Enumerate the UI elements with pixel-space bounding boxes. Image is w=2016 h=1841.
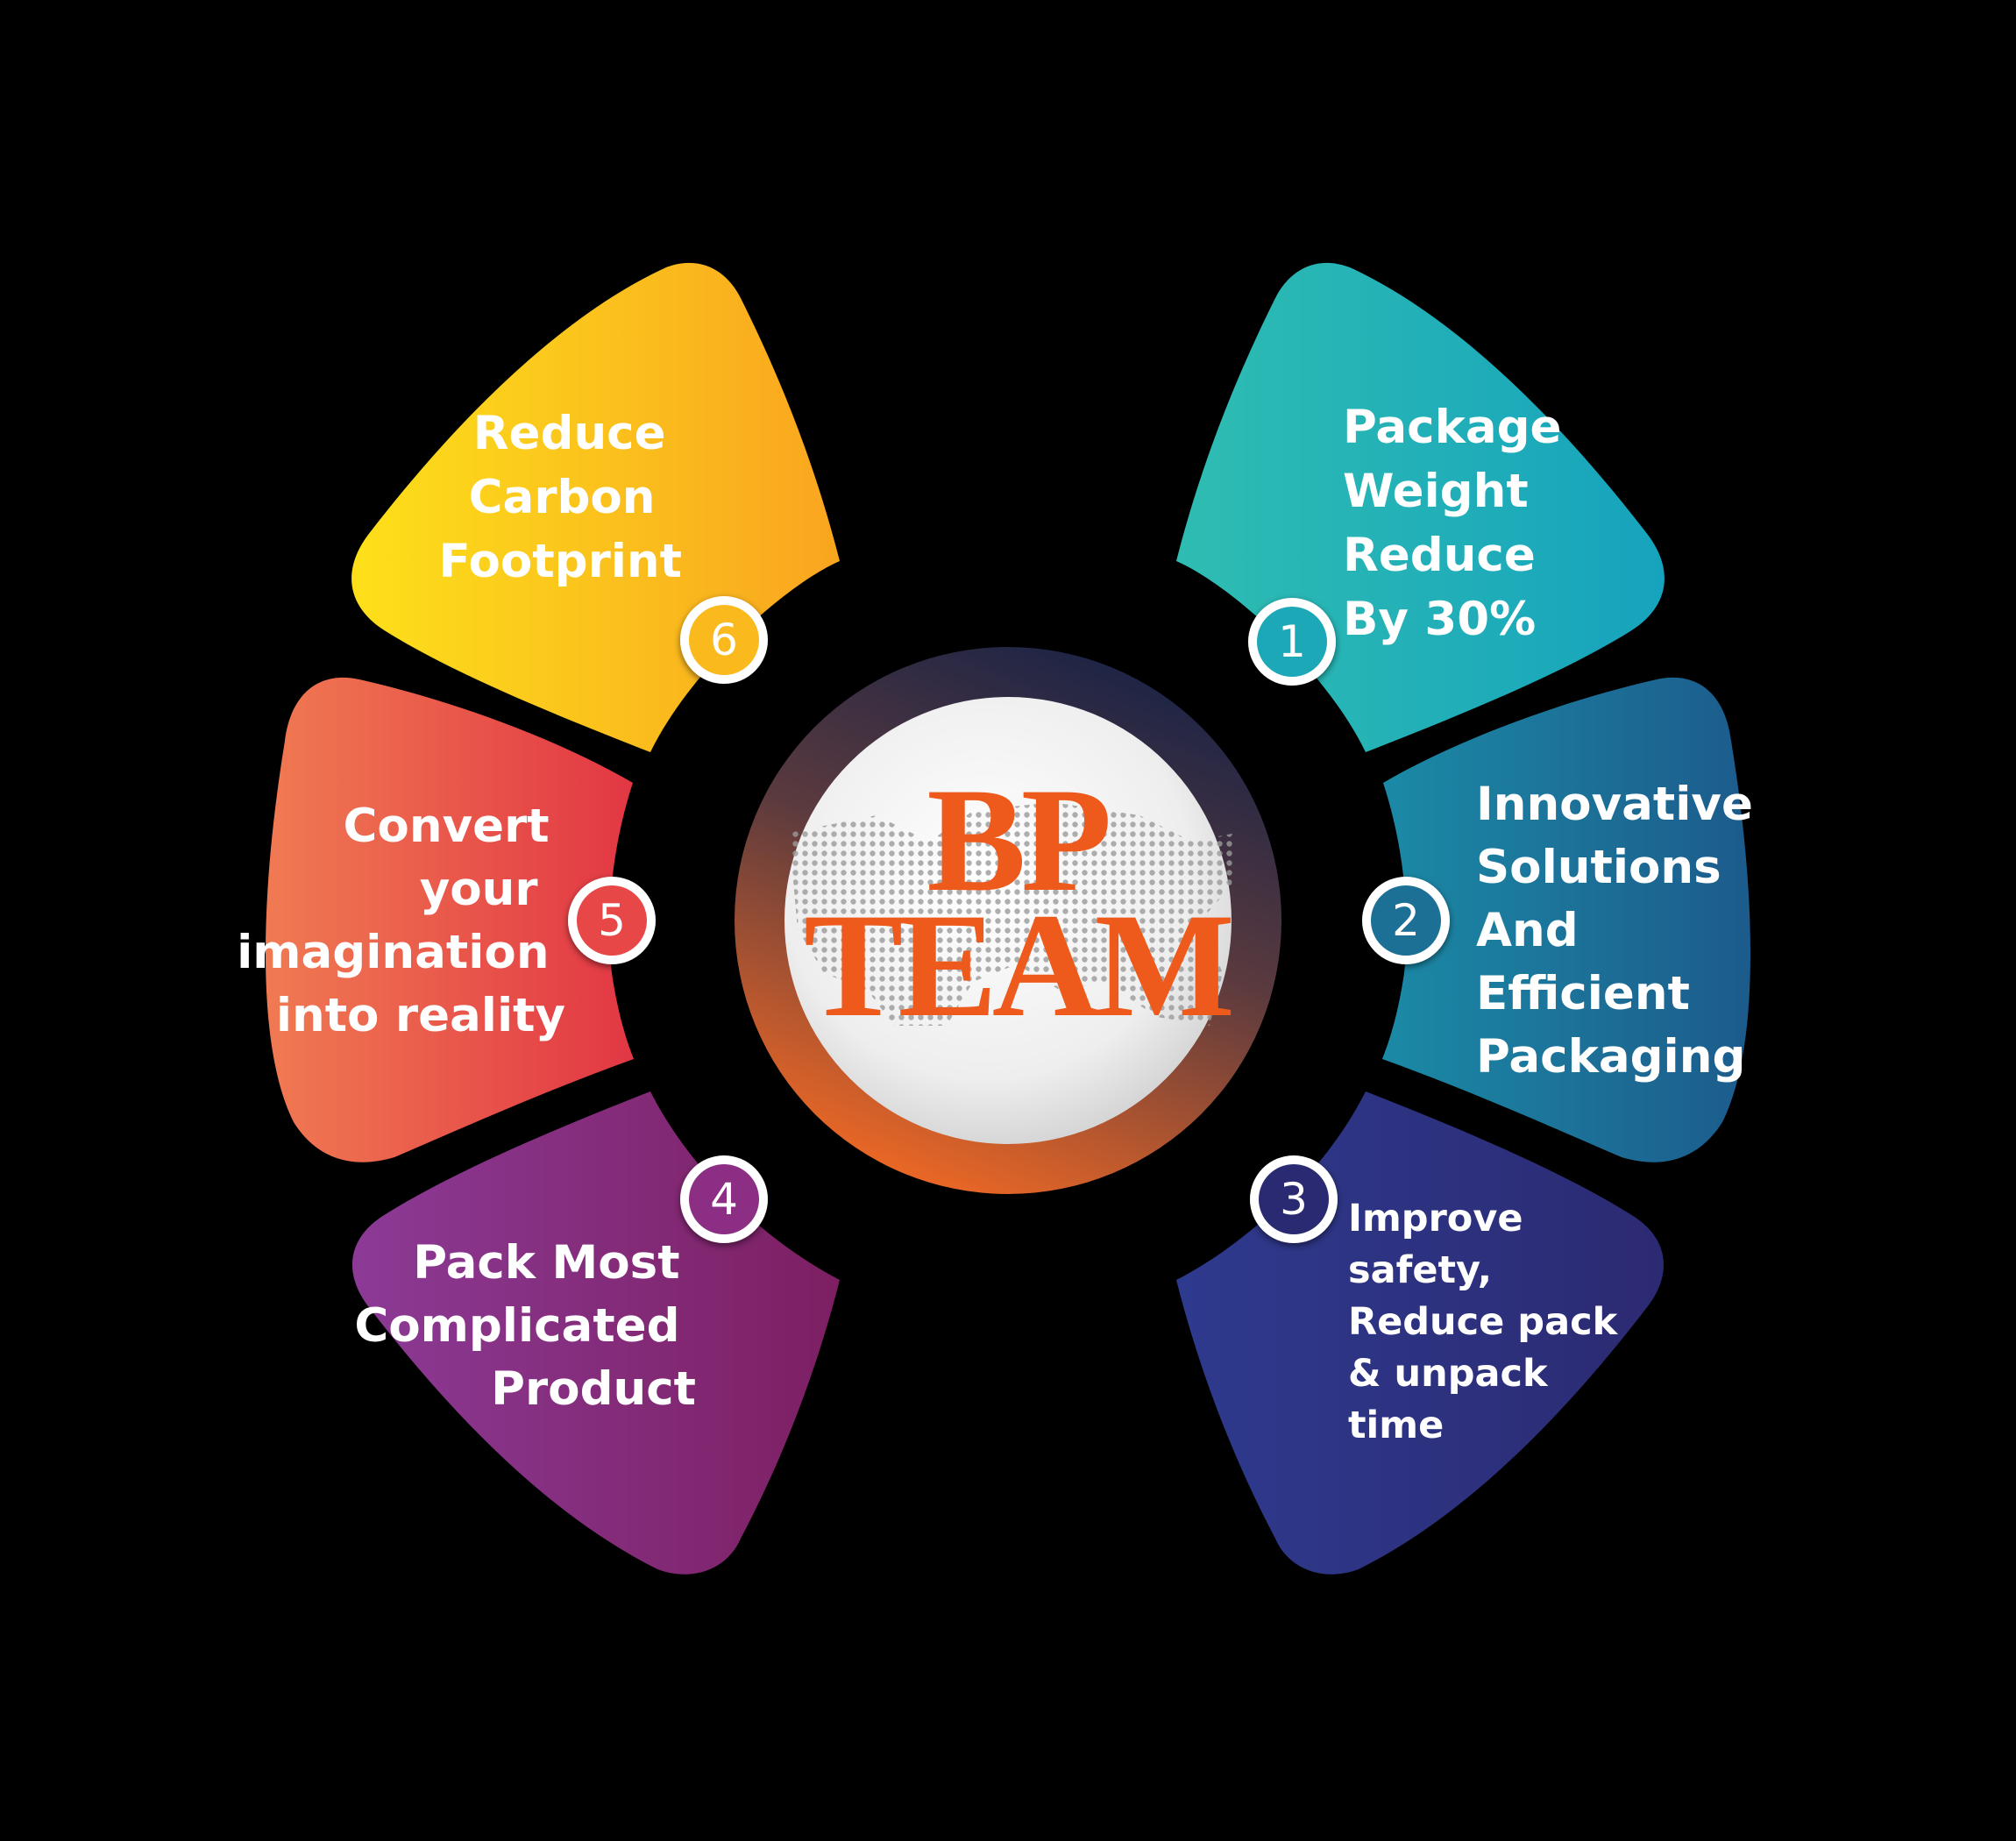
segment-4: Pack Most Complicated Product 4: [351, 1091, 841, 1574]
segment-4-line-2: Complicated: [354, 1299, 679, 1353]
segment-2-line-2: Solutions: [1476, 841, 1721, 894]
segment-6-text: Reduce Carbon Footprint: [438, 407, 682, 588]
segment-3-line-3: Reduce pack: [1348, 1300, 1619, 1344]
segment-4-text: Pack Most Complicated Product: [354, 1236, 696, 1416]
segment-1-line-2: Weight: [1343, 465, 1529, 518]
badge-5-number: 5: [598, 895, 626, 946]
segment-6-line-3: Footprint: [438, 535, 682, 588]
segment-5-line-2: your: [420, 863, 538, 916]
segment-3-line-5: time: [1348, 1404, 1444, 1447]
segment-2-line-4: Efficient: [1476, 967, 1690, 1020]
segment-1-line-1: Package: [1343, 401, 1562, 454]
segment-3-line-1: Improve: [1348, 1197, 1523, 1240]
badge-4: 4: [680, 1155, 768, 1243]
segment-3: Improve safety, Reduce pack & unpack tim…: [1176, 1091, 1665, 1574]
segment-5: Convert your imagination into reality 5: [237, 677, 656, 1162]
center-title-line-1: BP: [926, 757, 1108, 922]
segment-2-text: Innovative Solutions And Efficient Packa…: [1476, 778, 1769, 1084]
segment-4-line-1: Pack Most: [413, 1236, 679, 1290]
segment-5-line-1: Convert: [344, 800, 550, 853]
segment-5-line-4: into reality: [276, 989, 565, 1042]
segment-2-line-5: Packaging: [1476, 1030, 1745, 1084]
badge-1: 1: [1248, 598, 1336, 686]
segment-5-shape: [265, 677, 634, 1162]
center-title-line-2: TEAM: [804, 883, 1232, 1048]
badge-5: 5: [568, 877, 656, 964]
segment-1-line-4: By 30%: [1343, 593, 1536, 646]
segment-6-line-2: Carbon: [469, 471, 656, 524]
segment-1: Package Weight Reduce By 30% 1: [1176, 262, 1665, 752]
segment-2-line-3: And: [1476, 904, 1579, 957]
badge-2-number: 2: [1392, 895, 1420, 946]
segment-1-text: Package Weight Reduce By 30%: [1343, 401, 1578, 646]
badge-2: 2: [1362, 877, 1450, 964]
segment-6: Reduce Carbon Footprint 6: [351, 262, 840, 752]
segment-3-text: Improve safety, Reduce pack & unpack tim…: [1348, 1197, 1630, 1447]
segment-2-shape: [1382, 677, 1751, 1162]
segment-3-line-2: safety,: [1348, 1248, 1492, 1292]
segment-6-line-1: Reduce: [473, 407, 666, 460]
segment-5-text: Convert your imagination into reality: [237, 800, 565, 1042]
badge-3-number: 3: [1280, 1174, 1308, 1225]
segment-3-line-4: & unpack: [1348, 1352, 1549, 1396]
badge-4-number: 4: [710, 1174, 738, 1225]
segment-5-line-3: imagination: [237, 926, 549, 979]
segment-2: Innovative Solutions And Efficient Packa…: [1362, 677, 1769, 1162]
center-hub: BP TEAM: [735, 647, 1281, 1194]
badge-3: 3: [1250, 1155, 1338, 1243]
segment-2-line-1: Innovative: [1476, 778, 1753, 831]
segment-1-line-3: Reduce: [1343, 529, 1536, 582]
badge-1-number: 1: [1278, 616, 1306, 667]
badge-6-number: 6: [710, 615, 738, 665]
segment-4-line-3: Product: [491, 1362, 696, 1416]
badge-6: 6: [680, 596, 768, 684]
